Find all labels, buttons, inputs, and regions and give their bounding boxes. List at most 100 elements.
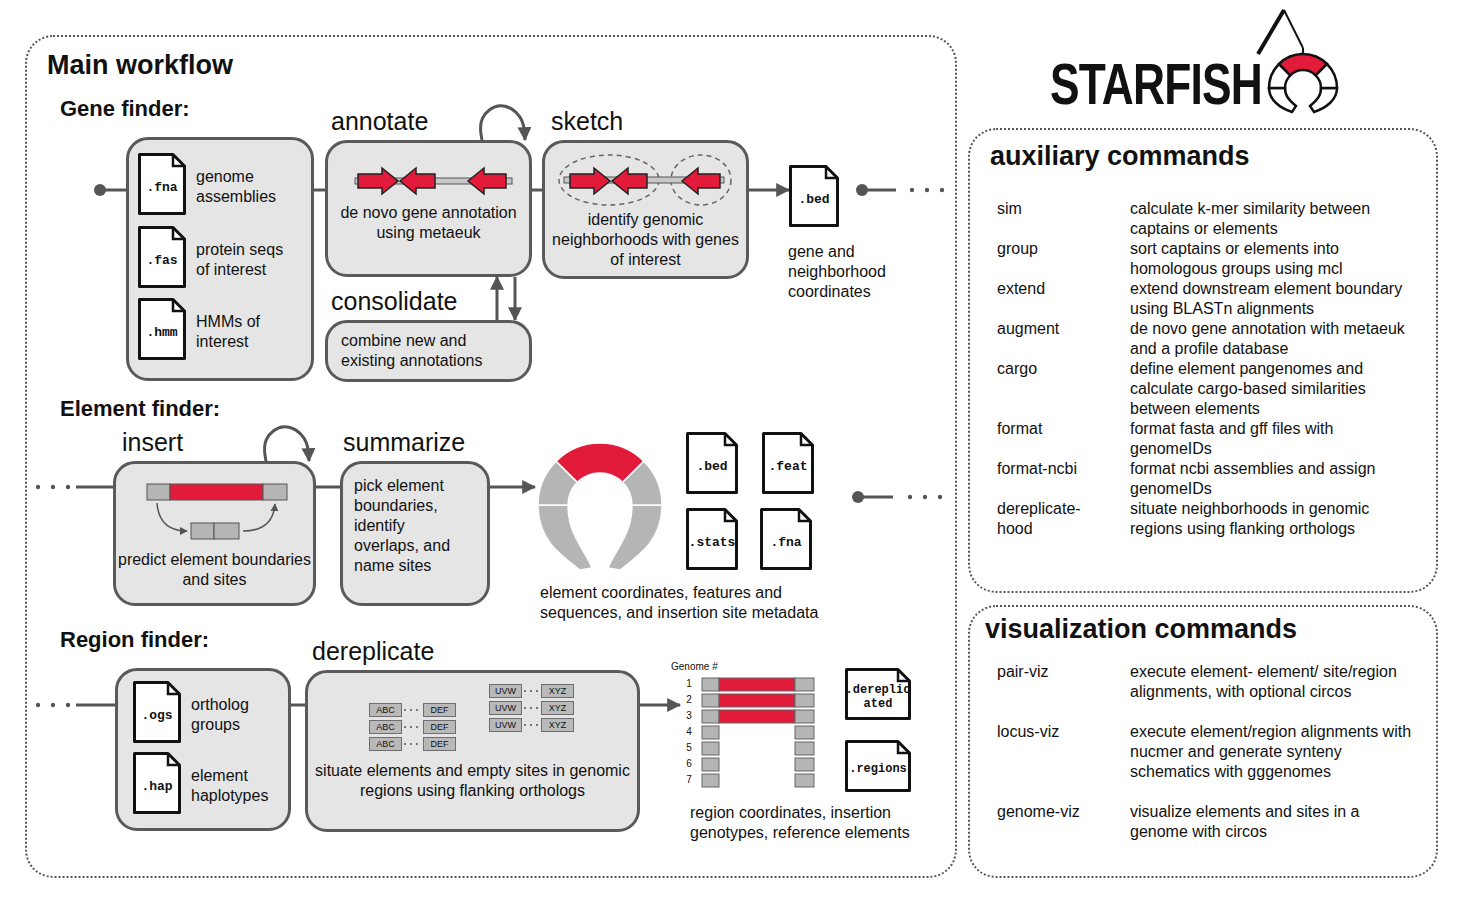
gene-name: DEF xyxy=(424,738,455,750)
body-text: ortholog groups xyxy=(191,695,291,735)
file-fold xyxy=(173,228,185,240)
gene-name: UVW xyxy=(490,685,521,697)
logo-title: STARFISH xyxy=(1050,54,1262,114)
gene-box: DEF xyxy=(423,703,456,717)
gene-arrow xyxy=(612,168,647,194)
flow-arrow xyxy=(490,486,535,489)
file-extension: .dereplicated xyxy=(845,683,911,711)
file-fold xyxy=(826,167,838,179)
logo-leg xyxy=(1310,88,1337,112)
gene-arrow xyxy=(570,168,610,194)
ellipsis-dot xyxy=(925,188,929,192)
process-box: sketchidentify genomic neighborhoods wit… xyxy=(542,140,749,279)
flank-block xyxy=(702,758,719,771)
gene-box: DEF xyxy=(423,737,456,751)
site-arrow xyxy=(157,503,187,531)
gene-name: ABC xyxy=(370,721,401,733)
body-text: protein seqs of interest xyxy=(196,240,296,280)
neighborhood-outline xyxy=(559,155,659,205)
fishing-rod xyxy=(1258,10,1284,54)
dotted-link xyxy=(524,690,540,692)
file-fold xyxy=(168,683,180,695)
command-description: de novo gene annotation with metaeuk and… xyxy=(1130,319,1415,359)
dotted-link xyxy=(404,743,422,745)
file-fold xyxy=(725,510,737,522)
gene-name: UVW xyxy=(490,702,521,714)
logo-flank xyxy=(1316,64,1337,88)
gene-name: XYZ xyxy=(542,702,573,714)
file-icon: .hapelement haplotypes xyxy=(133,752,291,814)
dotted-link xyxy=(404,726,422,728)
gene-name: ABC xyxy=(370,738,401,750)
file-icon: .bed gene and neighborhood coordinates xyxy=(789,165,900,304)
body-text: combine new and existing annotations xyxy=(341,331,501,371)
file-icon: .dereplicated xyxy=(845,668,911,720)
ellipsis-dot xyxy=(66,703,70,707)
flank-block xyxy=(795,774,814,787)
section-heading: Gene finder: xyxy=(60,95,190,122)
process-box: insertpredict element boundaries and sit… xyxy=(113,461,316,606)
file-icon: .stats xyxy=(686,508,738,570)
flank-block xyxy=(702,742,719,755)
command-description: visualize elements and sites in a genome… xyxy=(1130,802,1420,842)
element-bar xyxy=(719,710,795,723)
step-title: annotate xyxy=(331,106,428,136)
genome-number: 3 xyxy=(683,709,695,723)
command-name: extend xyxy=(997,279,1107,299)
step-title: dereplicate xyxy=(312,636,434,666)
command-description: situate neighborhoods in genomic regions… xyxy=(1130,499,1415,539)
dotted-link xyxy=(404,709,422,711)
file-extension: .bed xyxy=(789,192,839,207)
step-title: sketch xyxy=(551,106,623,136)
flank-block xyxy=(702,726,719,739)
command-name: dereplicate-hood xyxy=(997,499,1107,539)
file-fold xyxy=(898,670,910,682)
command-name: format-ncbi xyxy=(997,459,1107,479)
gene-name: DEF xyxy=(424,721,455,733)
genome-number: 1 xyxy=(683,677,695,691)
file-extension: .fna xyxy=(760,535,812,550)
file-extension: .ogs xyxy=(133,708,181,723)
gene-name: XYZ xyxy=(542,685,573,697)
gene-box: XYZ xyxy=(541,701,574,715)
axis-title: Genome # xyxy=(671,660,718,674)
file-extension: .bed xyxy=(686,459,738,474)
file-fold xyxy=(799,510,811,522)
lead-line xyxy=(76,486,113,489)
flank-block xyxy=(702,694,719,707)
element-leg xyxy=(538,505,592,570)
ortholog-art xyxy=(305,670,640,832)
section-heading: Element finder: xyxy=(60,395,220,422)
fishing-line xyxy=(1284,10,1303,48)
command-name: format xyxy=(997,419,1107,439)
step-title: consolidate xyxy=(331,286,457,316)
ellipsis-dot xyxy=(938,495,942,499)
flank-block xyxy=(795,742,814,755)
body-text: gene and neighborhood coordinates xyxy=(788,242,900,302)
body-text: region coordinates, insertion genotypes,… xyxy=(690,803,935,843)
element-bar xyxy=(170,484,263,500)
file-icon: .fnagenome assemblies xyxy=(138,153,296,215)
lead-line xyxy=(100,189,126,192)
gene-box: DEF xyxy=(423,720,456,734)
ellipsis-dot xyxy=(923,495,927,499)
command-name: sim xyxy=(997,199,1107,219)
body-text: HMMs of interest xyxy=(196,312,296,352)
file-fold xyxy=(168,754,180,766)
gene-arrow xyxy=(400,168,435,194)
ellipsis-dot xyxy=(51,703,55,707)
step-title: summarize xyxy=(343,427,465,457)
logo-leg xyxy=(1269,88,1296,112)
file-extension: .stats xyxy=(686,535,738,550)
file-fold xyxy=(898,742,910,754)
flank-block xyxy=(702,678,719,691)
body-text: situate elements and empty sites in geno… xyxy=(311,761,634,801)
flow-arrow xyxy=(514,277,517,320)
process-box: .ogs ortholog groups .hapelement haplotype… xyxy=(115,668,291,831)
gene-box: ABC xyxy=(369,737,402,751)
continue-line xyxy=(862,189,896,192)
file-icon: .feat xyxy=(762,432,814,494)
gene-box: UVW xyxy=(489,718,522,732)
site-block xyxy=(214,523,239,539)
